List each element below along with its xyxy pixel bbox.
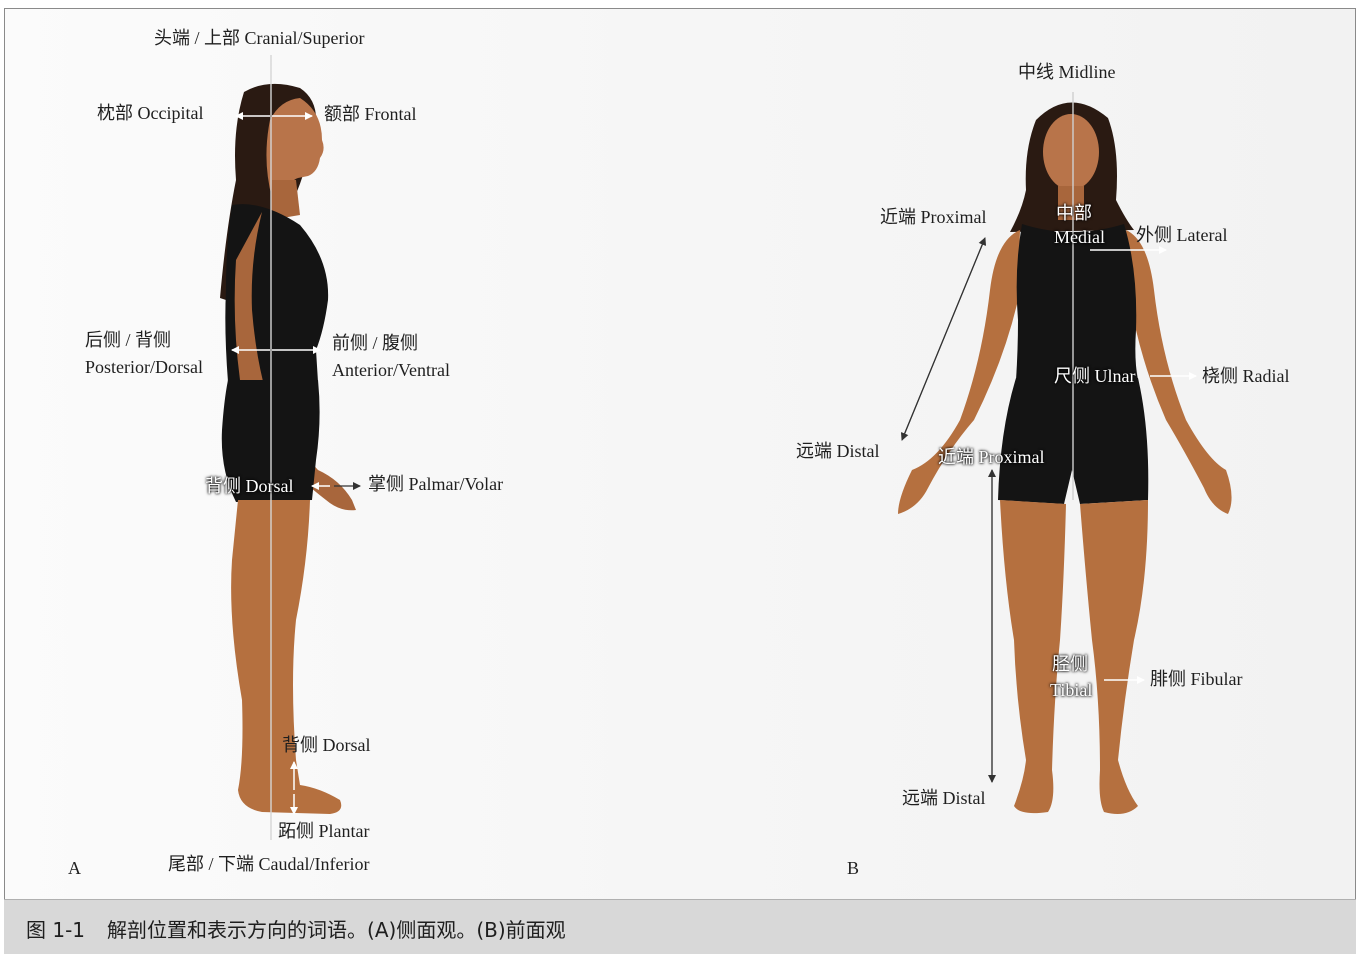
label-tibial-en: Tibial: [1050, 680, 1092, 701]
label-frontal: 额部 Frontal: [324, 104, 417, 125]
label-proximal-arm: 近端 Proximal: [880, 207, 987, 228]
label-cranial-superior: 头端 / 上部 Cranial/Superior: [154, 28, 364, 49]
label-posterior-cn: 后侧 / 背侧: [85, 330, 171, 351]
label-radial: 桡侧 Radial: [1202, 366, 1290, 387]
label-posterior-en: Posterior/Dorsal: [85, 357, 203, 378]
side-legs: [231, 500, 341, 814]
panel-letter-a: A: [68, 858, 81, 879]
label-hand-dorsal: 背侧 Dorsal: [205, 476, 294, 497]
caption-figure-number: 图 1-1: [26, 918, 85, 942]
caption-text: 解剖位置和表示方向的词语。(A)侧面观。(B)前面观: [107, 918, 566, 942]
label-distal-leg: 远端 Distal: [902, 788, 986, 809]
label-ulnar: 尺侧 Ulnar: [1054, 366, 1135, 387]
figure-caption: 图 1-1 解剖位置和表示方向的词语。(A)侧面观。(B)前面观: [26, 914, 566, 943]
label-distal-arm: 远端 Distal: [796, 441, 880, 462]
caption-bar: 图 1-1 解剖位置和表示方向的词语。(A)侧面观。(B)前面观: [4, 899, 1356, 954]
label-anterior-cn: 前侧 / 腹侧: [332, 333, 418, 354]
front-face: [1043, 114, 1099, 190]
label-medial-en: Medial: [1054, 227, 1105, 248]
panel-letter-b: B: [847, 858, 859, 879]
label-plantar: 跖侧 Plantar: [278, 821, 370, 842]
label-proximal-leg: 近端 Proximal: [938, 447, 1045, 468]
label-tibial-cn: 胫侧: [1052, 654, 1088, 675]
label-caudal-inferior: 尾部 / 下端 Caudal/Inferior: [168, 854, 369, 875]
label-anterior-en: Anterior/Ventral: [332, 360, 450, 381]
label-midline: 中线 Midline: [1018, 62, 1116, 83]
label-lateral: 外侧 Lateral: [1136, 225, 1227, 246]
label-occipital: 枕部 Occipital: [97, 103, 203, 124]
label-palmar-volar: 掌侧 Palmar/Volar: [368, 474, 503, 495]
side-view-figure: [220, 55, 360, 840]
label-fibular: 腓侧 Fibular: [1150, 669, 1243, 690]
front-right-leg: [1080, 500, 1148, 814]
label-foot-dorsal: 背侧 Dorsal: [282, 735, 371, 756]
label-medial-cn: 中部: [1056, 203, 1092, 224]
